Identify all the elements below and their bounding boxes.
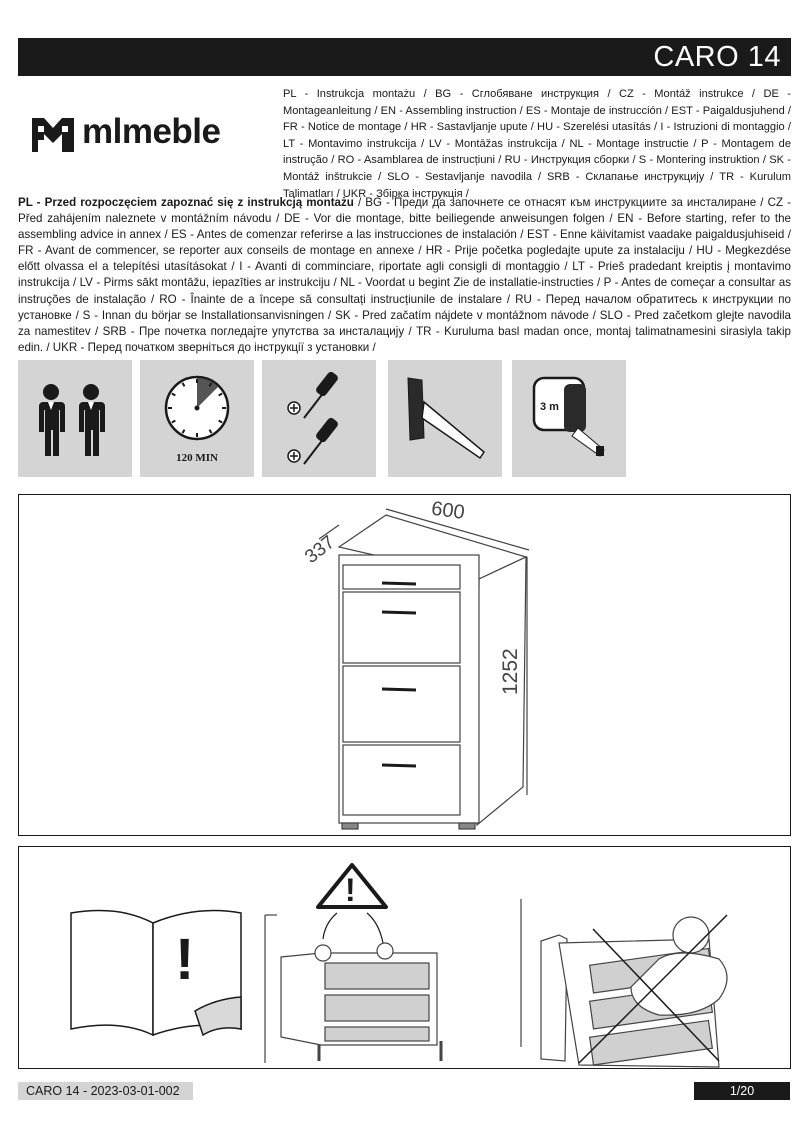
- footer-doc-code: CARO 14 - 2023-03-01-002: [26, 1084, 180, 1098]
- languages-list: PL - Instrukcja montażu / BG - Сглобяван…: [283, 88, 791, 200]
- screwdrivers-box: [262, 360, 376, 477]
- footer-doc-code-bar: CARO 14 - 2023-03-01-002: [18, 1082, 193, 1100]
- product-title: CARO 14: [653, 41, 781, 73]
- tape-label: 3 m: [540, 401, 559, 413]
- clock-tick: [218, 392, 223, 397]
- manual-icon: [70, 909, 242, 1037]
- tape-measure-icon: 3 m: [532, 376, 605, 457]
- svg-text:!: !: [175, 927, 194, 992]
- intro-bold: PL - Przed rozpoczęciem zapoznać się z i…: [18, 196, 354, 209]
- clock-tick: [171, 419, 176, 424]
- clock-tick: [171, 392, 176, 397]
- clock-tick: [181, 429, 186, 434]
- time-label: 120 MIN: [176, 452, 218, 464]
- safety-illustration: ! !: [70, 863, 728, 1068]
- clock-icon: [164, 375, 230, 441]
- footer-page-bar: 1/20: [694, 1082, 790, 1100]
- dim-width: 600: [430, 498, 466, 524]
- hammer-box: [388, 360, 502, 477]
- footer-page-number: 1/20: [729, 1084, 755, 1098]
- cabinet-drawing: 600 337 1252: [301, 498, 530, 830]
- clock-tick: [218, 419, 223, 424]
- intro-rest: / BG - Преди да започнете се отнасят към…: [18, 196, 791, 354]
- time-box: 120 MIN: [140, 360, 254, 477]
- tape-measure-box: 3 m: [512, 360, 626, 477]
- intro-paragraph: PL - Przed rozpoczęciem zapoznać się z i…: [18, 195, 791, 356]
- brand-name: mlmeble: [82, 112, 221, 151]
- hammer-icon: [407, 377, 485, 460]
- brand-mark-icon: [32, 118, 74, 152]
- two-persons-icon: [39, 384, 105, 456]
- dimensions-diagram: 600 337 1252: [18, 494, 791, 836]
- dim-height: 1252: [499, 648, 522, 695]
- clock-tick: [208, 382, 213, 387]
- clock-tick: [181, 382, 186, 387]
- safety-diagram: ! !: [18, 846, 791, 1069]
- brand-logo: mlmeble: [30, 112, 270, 158]
- dim-depth: 337: [301, 532, 339, 568]
- screwdrivers-icon: [287, 371, 338, 465]
- svg-text:!: !: [345, 872, 356, 908]
- clock-tick: [208, 429, 213, 434]
- title-bar: CARO 14: [18, 38, 791, 76]
- two-persons-box: [18, 360, 132, 477]
